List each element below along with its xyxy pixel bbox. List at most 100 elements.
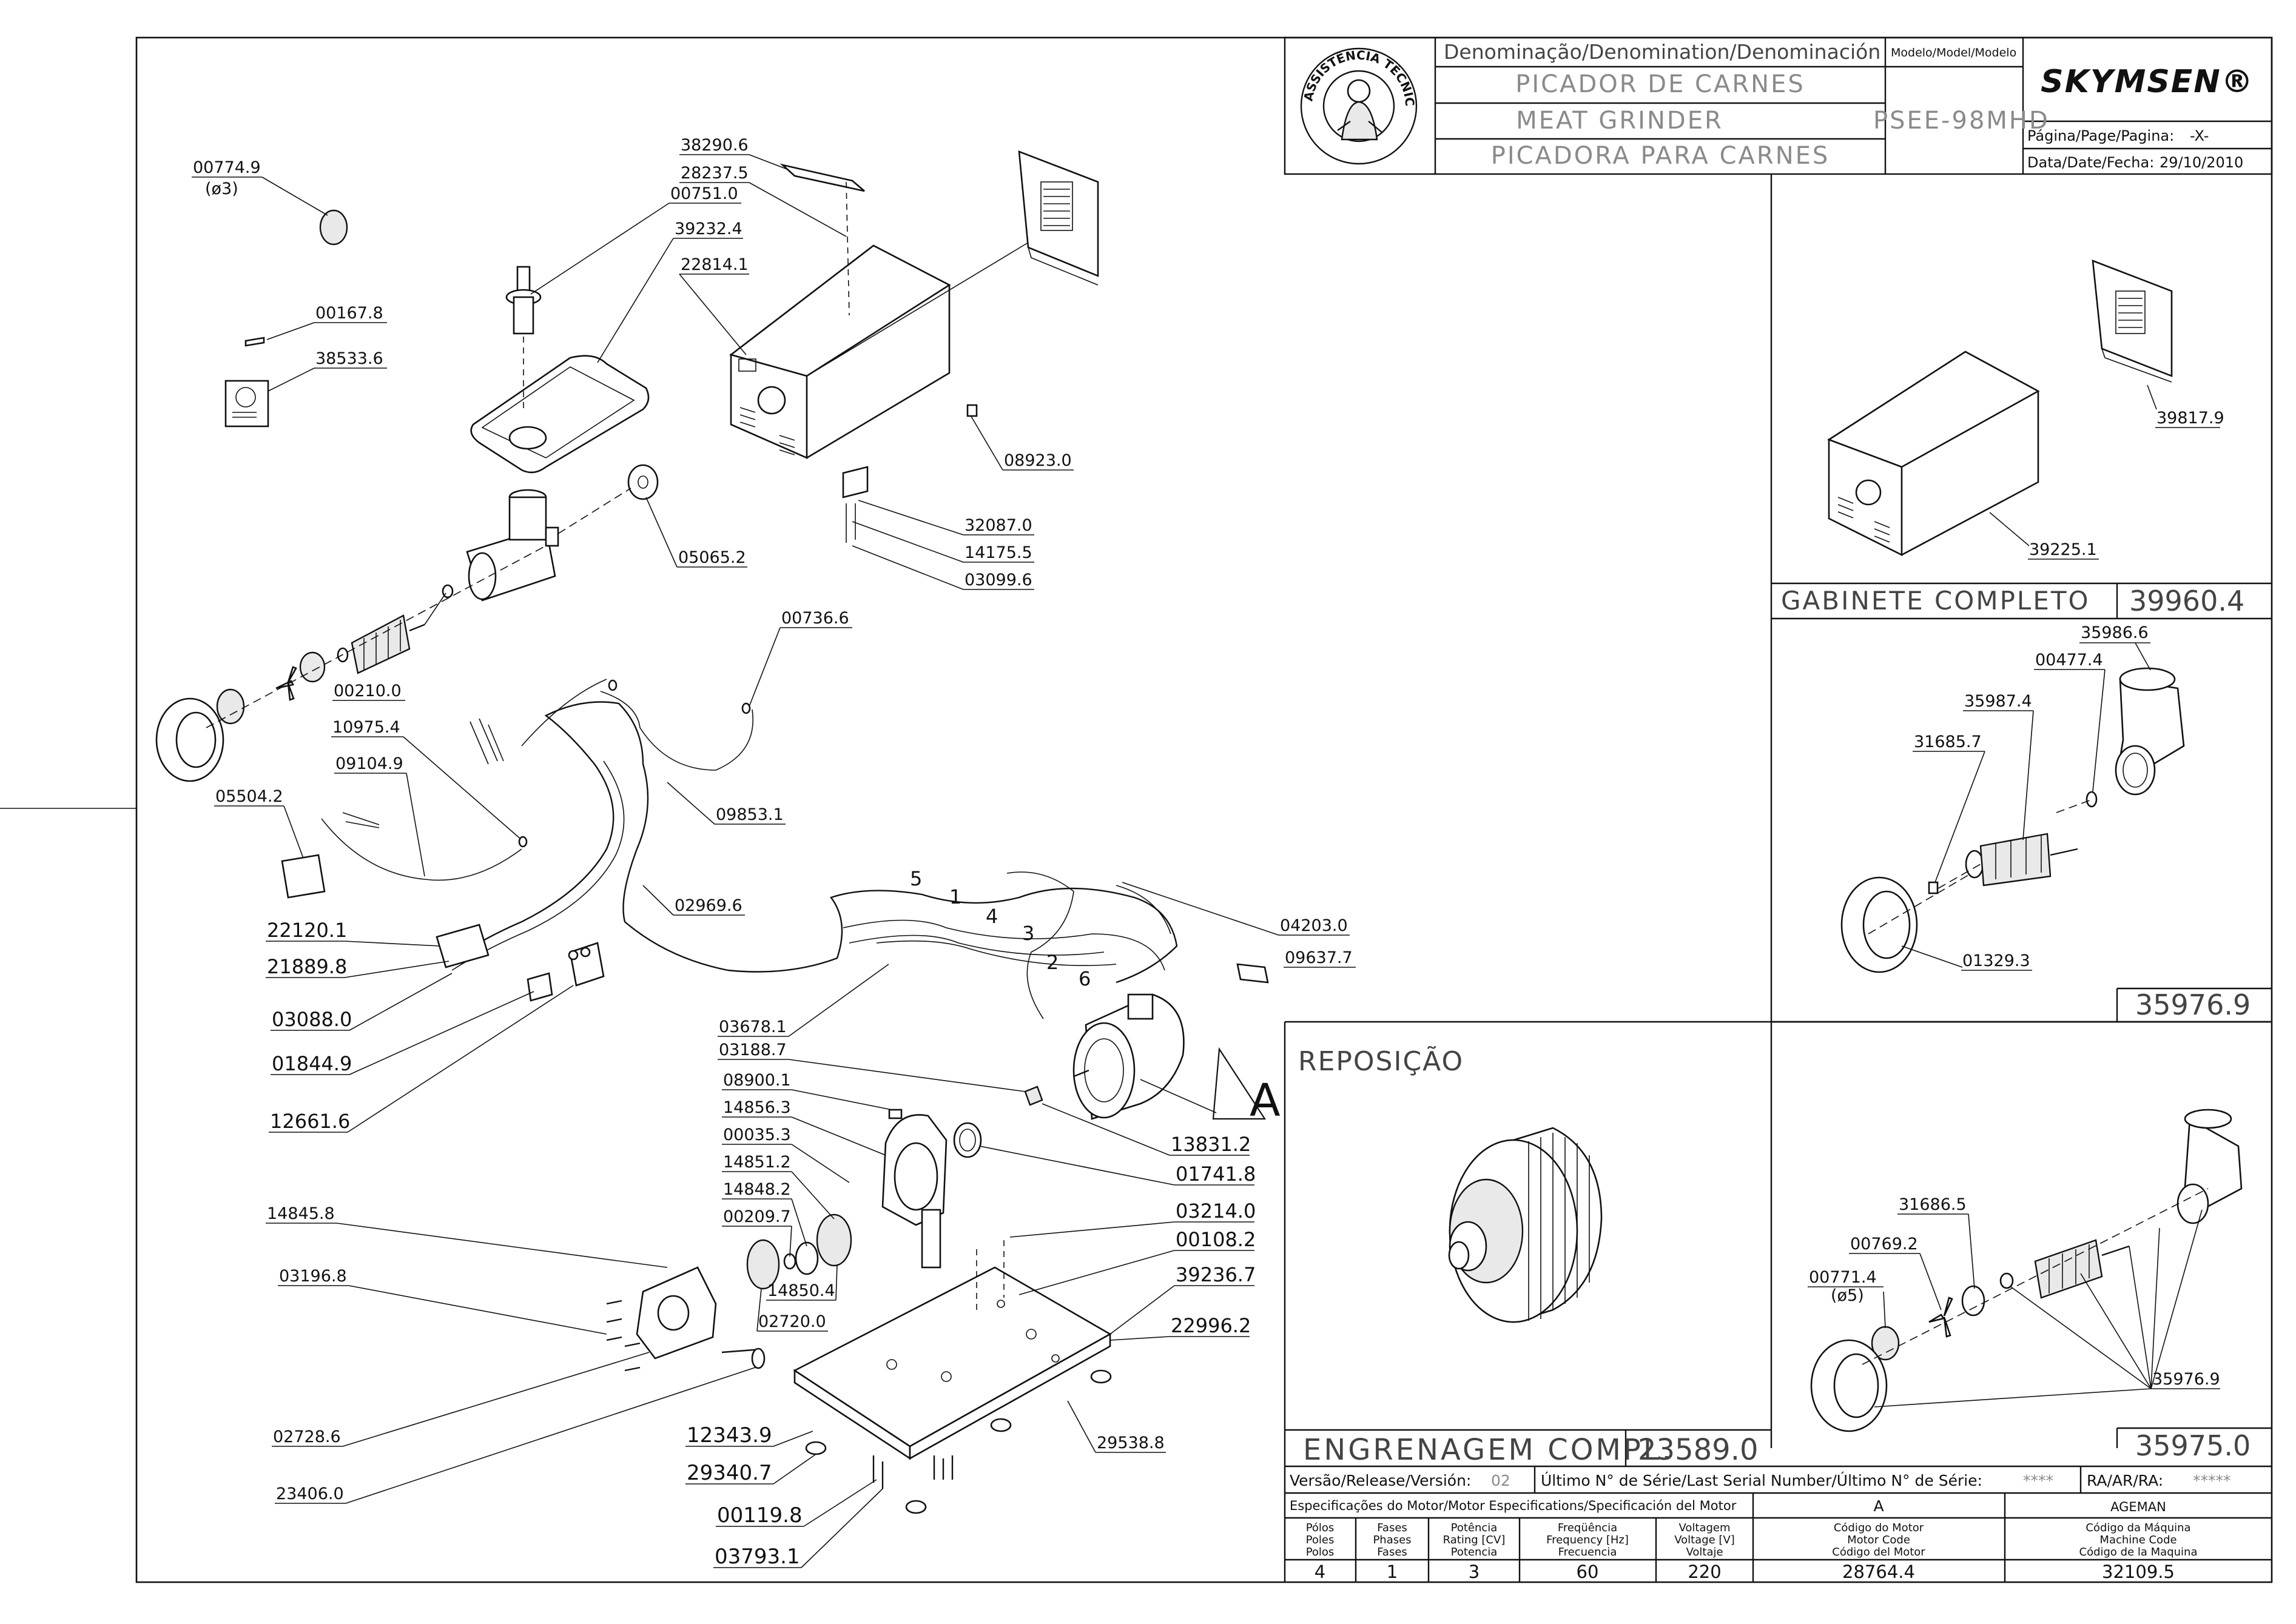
bushing-part bbox=[1999, 1272, 2014, 1289]
label-00209: 00209.7 bbox=[723, 1207, 791, 1226]
spec-value-6: 32109.5 bbox=[2102, 1562, 2175, 1582]
denomination-header: Denominação/Denomination/Denominación bbox=[1444, 40, 1880, 64]
worm-screw-part bbox=[1965, 833, 2078, 887]
label-03678: 03678.1 bbox=[719, 1018, 787, 1036]
label-plate-part bbox=[1236, 963, 1269, 984]
svg-text:4: 4 bbox=[986, 905, 998, 928]
label-29538: 29538.8 bbox=[1097, 1434, 1165, 1452]
label-03196: 03196.8 bbox=[279, 1267, 347, 1286]
spec-header-0-1: Poles bbox=[1306, 1534, 1335, 1546]
label-02720: 02720.0 bbox=[758, 1312, 826, 1331]
base-plate-part bbox=[793, 1266, 1112, 1460]
label-00477: 00477.4 bbox=[2035, 651, 2103, 669]
label-35986: 35986.6 bbox=[2081, 623, 2149, 642]
side-cover-main-part bbox=[1018, 150, 1099, 286]
label-14175: 14175.5 bbox=[965, 543, 1032, 562]
gear-kit-title: ENGRENAGEM COMPL. bbox=[1303, 1433, 1674, 1467]
gear-kit-code: 23589.0 bbox=[1638, 1433, 1759, 1467]
safety-sticker-part bbox=[224, 380, 269, 428]
main-exploded-view: 5 1 4 3 2 6 A bbox=[155, 136, 1356, 1569]
spec-header-3-1: Frequency [Hz] bbox=[1546, 1534, 1629, 1546]
label-05504: 05504.2 bbox=[215, 787, 283, 806]
cabinet-kit-title: GABINETE COMPLETO bbox=[1781, 586, 2090, 616]
spec-header-5-2: Código del Motor bbox=[1832, 1546, 1925, 1559]
feet-part bbox=[805, 1369, 1112, 1514]
screws-part bbox=[606, 1300, 641, 1372]
spec-header-2-0: Potência bbox=[1451, 1522, 1498, 1534]
small-plate-3mm-part bbox=[319, 209, 348, 246]
part-labels: 00774.9 (ø3) 38290.6 28237.5 00751.0 392… bbox=[192, 136, 1356, 1569]
svg-text:2: 2 bbox=[1046, 951, 1059, 974]
washer-part bbox=[2086, 791, 2098, 808]
label-03793: 03793.1 bbox=[715, 1545, 800, 1569]
label-02969: 02969.6 bbox=[675, 896, 742, 915]
label-38533: 38533.6 bbox=[315, 349, 383, 368]
screw-08900-part bbox=[888, 1109, 903, 1119]
main-worm-part bbox=[351, 584, 454, 674]
main-ring-nut-part bbox=[155, 697, 224, 782]
label-22120: 22120.1 bbox=[267, 919, 347, 942]
label-32087: 32087.0 bbox=[965, 516, 1032, 535]
brand-badge-part bbox=[244, 337, 265, 347]
label-12343: 12343.9 bbox=[687, 1423, 772, 1448]
gear-02720-part bbox=[746, 1239, 780, 1290]
worm-screw-part-2 bbox=[2034, 1239, 2130, 1299]
spec-value-5: 28764.4 bbox=[1842, 1562, 1915, 1582]
top-bracket-part bbox=[779, 163, 865, 192]
gear-14851-part bbox=[816, 1213, 852, 1267]
spec-header-3-0: Freqüência bbox=[1558, 1522, 1617, 1534]
motor-spec-title: Especificações do Motor/Motor Especifica… bbox=[1290, 1498, 1737, 1513]
label-08900: 08900.1 bbox=[723, 1071, 791, 1090]
label-03099: 03099.6 bbox=[965, 571, 1032, 589]
kit-35976-code: 35976.9 bbox=[2135, 988, 2251, 1021]
label-00774: 00774.9 bbox=[193, 158, 261, 177]
cabinet-kit-panel: GABINETE COMPLETO 39960.4 39817.9 39225.… bbox=[1771, 260, 2272, 619]
model-header: Modelo/Model/Modelo bbox=[1891, 46, 2016, 59]
label-01329: 01329.3 bbox=[1962, 951, 2030, 970]
ring-nut-part bbox=[1840, 876, 1918, 973]
label-22996: 22996.2 bbox=[1171, 1314, 1251, 1337]
reposicao-title: REPOSIÇÃO bbox=[1298, 1045, 1464, 1077]
label-35976-kit: 35976.9 bbox=[2152, 1370, 2220, 1389]
spec-value-0: 4 bbox=[1315, 1562, 1325, 1582]
pinion-part bbox=[1024, 1085, 1043, 1106]
page-label: Página/Page/Pagina: bbox=[2027, 127, 2174, 144]
label-03214: 03214.0 bbox=[1176, 1200, 1256, 1223]
spec-header-3-2: Frecuencia bbox=[1558, 1546, 1617, 1559]
spec-header-1-0: Fases bbox=[1377, 1522, 1407, 1534]
knife-pin-part bbox=[1928, 881, 1939, 894]
ra-value: ***** bbox=[2193, 1472, 2231, 1489]
wiring-harness-part bbox=[321, 679, 1178, 1019]
brand-logo: SKYMSEN® bbox=[2041, 64, 2254, 100]
ring-nut-part-2 bbox=[1810, 1339, 1888, 1432]
label-14848: 14848.2 bbox=[723, 1180, 791, 1199]
spec-header-6-2: Código de la Maquina bbox=[2079, 1546, 2198, 1559]
label-39225: 39225.1 bbox=[2029, 540, 2097, 559]
label-01844: 01844.9 bbox=[272, 1052, 352, 1075]
spec-header-4-2: Voltaje bbox=[1686, 1546, 1723, 1559]
svg-text:3: 3 bbox=[1022, 922, 1034, 945]
label-13831: 13831.2 bbox=[1171, 1133, 1251, 1156]
label-31685: 31685.7 bbox=[1914, 733, 1982, 751]
label-00119: 00119.8 bbox=[717, 1503, 803, 1528]
side-cover-part bbox=[2092, 260, 2173, 383]
bolts-part bbox=[872, 1455, 954, 1489]
label-05065: 05065.2 bbox=[678, 548, 746, 567]
label-03088: 03088.0 bbox=[272, 1008, 352, 1031]
label-21889: 21889.8 bbox=[267, 955, 347, 978]
reposicao-panel: REPOSIÇÃO ENGRENAGEM COMPL. 23589.0 bbox=[1285, 1045, 2272, 1468]
main-knife-part bbox=[275, 666, 297, 701]
plate-part bbox=[1961, 1285, 1985, 1317]
label-23406: 23406.0 bbox=[276, 1485, 344, 1503]
label-01741: 01741.8 bbox=[1176, 1163, 1256, 1186]
product-name-en: MEAT GRINDER bbox=[1516, 107, 1723, 135]
label-00108: 00108.2 bbox=[1176, 1228, 1256, 1251]
label-00035: 00035.3 bbox=[723, 1126, 791, 1144]
label-00167: 00167.8 bbox=[315, 304, 383, 323]
svg-text:5: 5 bbox=[910, 867, 922, 890]
label-29340: 29340.7 bbox=[687, 1461, 772, 1485]
kit-35975-code: 35975.0 bbox=[2135, 1429, 2251, 1462]
label-04203: 04203.0 bbox=[1280, 916, 1348, 935]
cord-part bbox=[281, 854, 326, 899]
